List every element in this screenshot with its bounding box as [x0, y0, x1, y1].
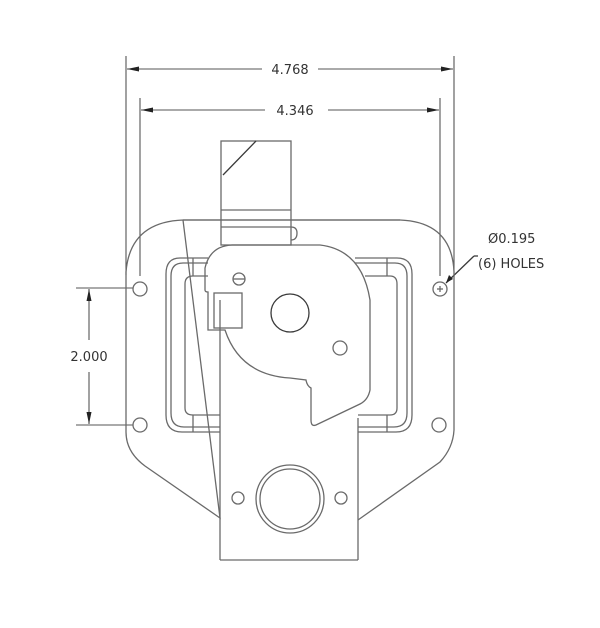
mounting-hole-top-left: [132, 281, 148, 297]
flange-outline: [125, 219, 455, 521]
hole-quantity-text: (6) HOLES: [478, 257, 544, 272]
mounting-holes: [132, 281, 448, 433]
lock-cylinder-hole: [255, 464, 325, 534]
mounting-hole-bottom-left: [132, 417, 148, 433]
dimension-overall-width: 4.768: [125, 56, 455, 275]
handle-tab: [220, 140, 298, 246]
paddle-cam-plate: [204, 244, 371, 427]
plate-screw-hole-right: [334, 491, 348, 505]
dimension-hole-spacing-height: 2.000: [70, 287, 133, 426]
pivot-hole: [270, 293, 310, 333]
mounting-hole-bottom-right: [431, 417, 447, 433]
latch-body-plate: [219, 300, 359, 561]
recessed-pan-right: [355, 257, 413, 433]
hole-spacing-width-value: 4.346: [276, 104, 313, 119]
mounting-hole-top-right: [432, 281, 448, 297]
cam-small-hole: [332, 340, 348, 356]
hole-spacing-height-value: 2.000: [70, 350, 107, 365]
overall-width-value: 4.768: [271, 63, 308, 78]
latch-tongue: [213, 292, 243, 329]
plate-screw-hole-left: [231, 491, 245, 505]
dimension-hole-spacing-width: 4.346: [139, 98, 441, 276]
recessed-pan-left: [165, 257, 220, 433]
hole-diameter-text: Ø0.195: [488, 232, 535, 247]
hole-callout: Ø0.195 (6) HOLES: [445, 232, 544, 284]
